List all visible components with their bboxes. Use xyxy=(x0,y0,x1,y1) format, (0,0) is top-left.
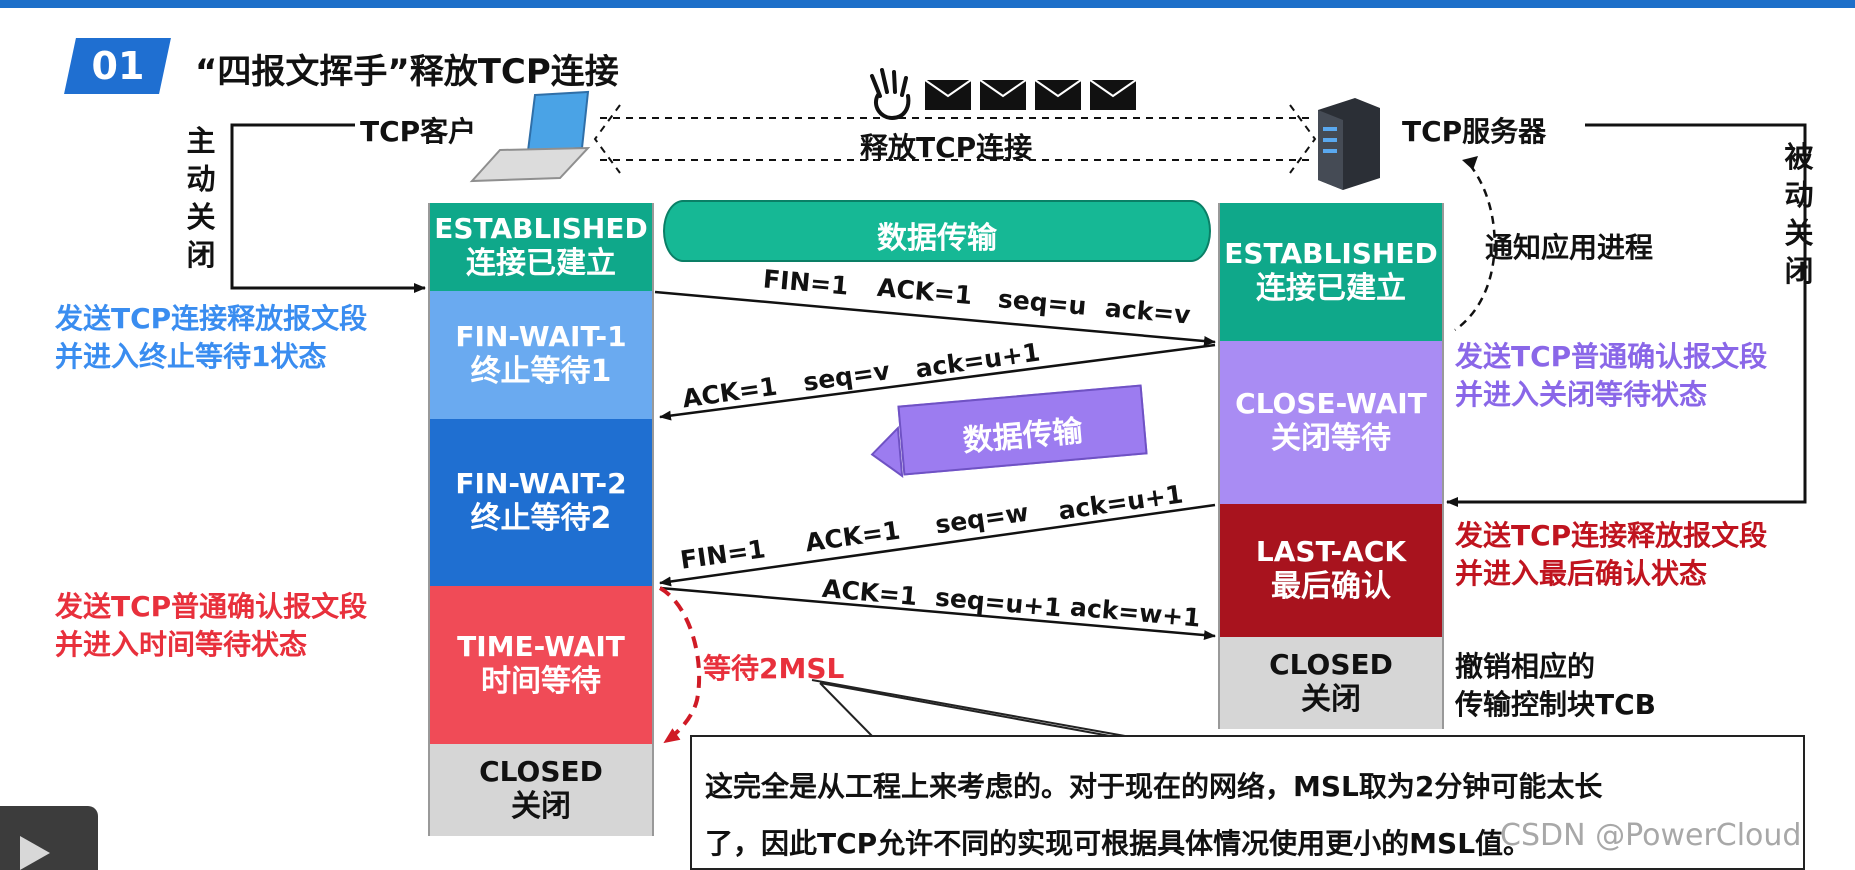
data-transfer-bar xyxy=(663,200,1211,262)
note-client-send-ack: 发送TCP普通确认报文段 并进入时间等待状态 xyxy=(55,590,368,661)
note-server-closed: 撤销相应的 传输控制块TCB xyxy=(1455,650,1656,721)
watermark: CSDN @PowerCloud xyxy=(1500,818,1802,853)
envelope-icons xyxy=(924,79,1137,110)
laptop-icon xyxy=(469,90,591,183)
client-state-established: ESTABLISHED 连接已建立 xyxy=(428,203,654,291)
note-wait-2msl: 等待2MSL xyxy=(703,652,845,685)
data-transfer-label: 数据传输 xyxy=(877,221,997,256)
msl-callout-box xyxy=(690,735,1805,870)
note-server-send-fin: 发送TCP连接释放报文段 并进入最后确认状态 xyxy=(1455,519,1768,590)
server-state-established: ESTABLISHED 连接已建立 xyxy=(1218,203,1444,341)
release-label: 释放TCP连接 xyxy=(860,131,1033,164)
server-state-last-ack: LAST-ACK 最后确认 xyxy=(1218,504,1444,637)
server-state-closed: CLOSED 关闭 xyxy=(1218,637,1444,729)
active-close-label: 主动关闭 xyxy=(186,124,216,272)
play-icon xyxy=(20,836,50,870)
notify-app-label: 通知应用进程 xyxy=(1485,231,1654,264)
note-server-send-ack: 发送TCP普通确认报文段 并进入关闭等待状态 xyxy=(1455,340,1768,411)
client-state-time-wait: TIME-WAIT 时间等待 xyxy=(428,586,654,744)
client-state-fin-wait-1: FIN-WAIT-1 终止等待1 xyxy=(428,291,654,419)
waving-hand-icon xyxy=(870,68,911,121)
client-label: TCP客户 xyxy=(360,115,477,148)
callout-line-2: 了，因此TCP允许不同的实现可根据具体情况使用更小的MSL值。 xyxy=(705,827,1532,860)
server-icon xyxy=(1318,98,1380,190)
callout-line-1: 这完全是从工程上来考虑的。对于现在的网络，MSL取为2分钟可能太长 xyxy=(705,770,1603,803)
top-accent-bar xyxy=(0,0,1855,8)
note-client-send-fin: 发送TCP连接释放报文段 并进入终止等待1状态 xyxy=(55,302,368,373)
passive-close-label: 被动关闭 xyxy=(1784,140,1814,288)
client-state-fin-wait-2: FIN-WAIT-2 终止等待2 xyxy=(428,419,654,586)
page-title: “四报文挥手”释放TCP连接 xyxy=(195,52,619,92)
server-state-close-wait: CLOSE-WAIT 关闭等待 xyxy=(1218,341,1444,504)
section-number: 01 xyxy=(91,44,145,88)
server-label: TCP服务器 xyxy=(1402,115,1547,148)
client-state-closed: CLOSED 关闭 xyxy=(428,744,654,836)
